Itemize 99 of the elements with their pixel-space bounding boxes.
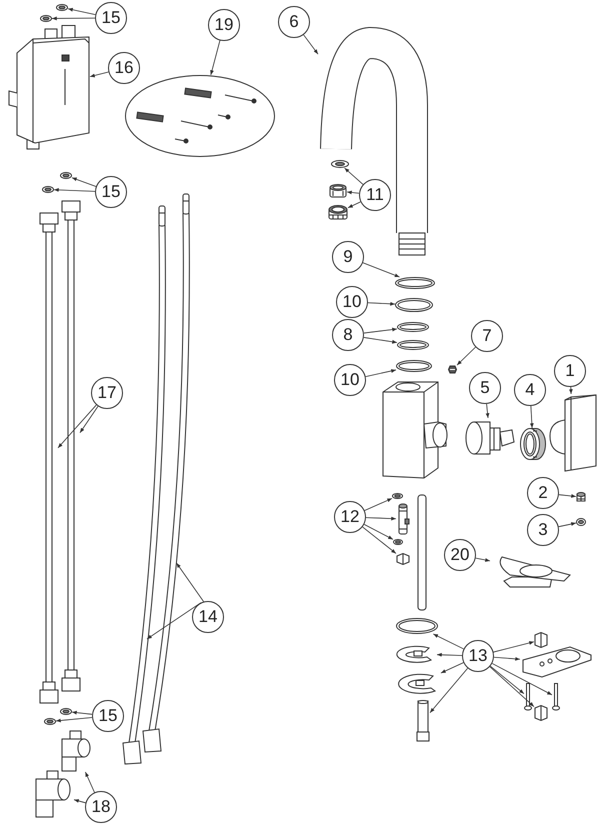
- leader-line: [432, 634, 464, 650]
- washer-drawing: [44, 718, 56, 725]
- o-ring-drawing: [397, 340, 429, 350]
- callout-number: 19: [208, 9, 240, 41]
- leader-line: [430, 668, 468, 714]
- o-ring-drawing: [395, 277, 435, 289]
- washer-drawing: [393, 539, 403, 545]
- washer-drawing: [42, 186, 54, 193]
- leader-line: [364, 524, 394, 540]
- leader-line: [530, 406, 534, 428]
- callout-number: 15: [92, 700, 124, 732]
- leader-line: [210, 40, 220, 76]
- leader-line: [303, 34, 318, 54]
- leader-line: [492, 663, 552, 696]
- leader-line: [348, 201, 361, 208]
- leader-line: [52, 16, 96, 20]
- leader-line: [54, 188, 96, 192]
- leader-line: [58, 404, 97, 448]
- leader-line: [74, 799, 86, 804]
- screw-drawing: [524, 683, 532, 711]
- leader-line: [493, 641, 534, 652]
- ring-drawing: [520, 428, 546, 460]
- leader-line: [558, 494, 576, 498]
- callout-number: 8: [332, 319, 364, 351]
- washer-drawing: [392, 493, 403, 499]
- leader-line: [346, 190, 360, 194]
- callout-number: 14: [192, 601, 224, 633]
- leader-line: [364, 498, 392, 511]
- callout-number: 7: [471, 320, 503, 352]
- leader-line: [80, 406, 98, 434]
- leader-line: [363, 337, 398, 344]
- callout-number: 13: [462, 640, 494, 672]
- leader-line: [475, 558, 490, 562]
- leader-line: [56, 717, 92, 722]
- washer-drawing: [576, 518, 586, 526]
- leader-line: [365, 369, 396, 377]
- washer-drawing: [56, 4, 68, 11]
- o-ring-drawing: [396, 360, 432, 372]
- o-ring-drawing: [397, 322, 429, 332]
- leader-line: [366, 516, 396, 520]
- leader-line: [72, 177, 96, 187]
- leader-line: [84, 772, 95, 793]
- callout-number: 5: [469, 372, 501, 404]
- washer-drawing: [40, 15, 52, 22]
- washer-drawing: [60, 708, 72, 715]
- aerator-drawing: [328, 205, 348, 220]
- callout-number: 9: [332, 241, 364, 273]
- leader-line: [440, 662, 464, 674]
- washer-drawing: [60, 172, 72, 179]
- nut-drawing: [534, 705, 548, 721]
- nut-drawing: [534, 632, 548, 648]
- cap-drawing: [576, 492, 586, 502]
- leader-line: [456, 346, 476, 366]
- callout-number: 12: [334, 501, 366, 533]
- callout-number: 20: [444, 539, 476, 571]
- callout-number: 10: [336, 286, 368, 318]
- o-ring-drawing: [396, 618, 438, 634]
- leader-line: [490, 666, 524, 694]
- screw-kit-drawing: [125, 75, 275, 157]
- callout-number: 4: [514, 374, 546, 406]
- hose-drawing: [120, 205, 166, 765]
- callout-number: 15: [95, 2, 127, 34]
- leader-line: [494, 656, 520, 661]
- leader-line: [362, 262, 400, 278]
- screw-drawing: [552, 683, 560, 711]
- callout-number: 18: [85, 791, 117, 823]
- pin-drawing: [396, 503, 410, 535]
- washer-drawing: [331, 160, 349, 168]
- callout-number: 15: [95, 176, 127, 208]
- leader-line: [72, 710, 92, 715]
- callout-number: 1: [554, 355, 586, 387]
- aerator-insert-drawing: [329, 184, 347, 198]
- leader-line: [362, 526, 396, 554]
- leader-line: [90, 72, 109, 78]
- handle-drawing: [549, 394, 597, 472]
- callout-number: 16: [108, 52, 140, 84]
- mounting-plate-drawing: [520, 646, 592, 678]
- leader-line: [344, 168, 364, 185]
- screw-drawing: [448, 365, 457, 374]
- leader-line: [363, 328, 398, 334]
- callout-number: 17: [91, 377, 123, 409]
- callout-number: 3: [527, 514, 559, 546]
- nut-drawing: [396, 553, 410, 565]
- leader-line: [486, 404, 490, 418]
- leader-line: [558, 522, 576, 528]
- leader-line: [436, 652, 462, 657]
- callout-number: 6: [278, 6, 310, 38]
- leader-line: [489, 666, 534, 708]
- leader-line: [368, 302, 396, 306]
- callout-number: 10: [334, 364, 366, 396]
- hose-drawing: [142, 193, 192, 753]
- leader-line: [176, 562, 204, 602]
- hose-drawing: [62, 200, 80, 692]
- o-ring-drawing: [395, 298, 433, 312]
- leader-line: [68, 8, 96, 16]
- threaded-rod-drawing: [416, 700, 430, 742]
- leader-line: [568, 386, 573, 394]
- callout-number: 2: [527, 477, 559, 509]
- hose-drawing: [40, 212, 58, 704]
